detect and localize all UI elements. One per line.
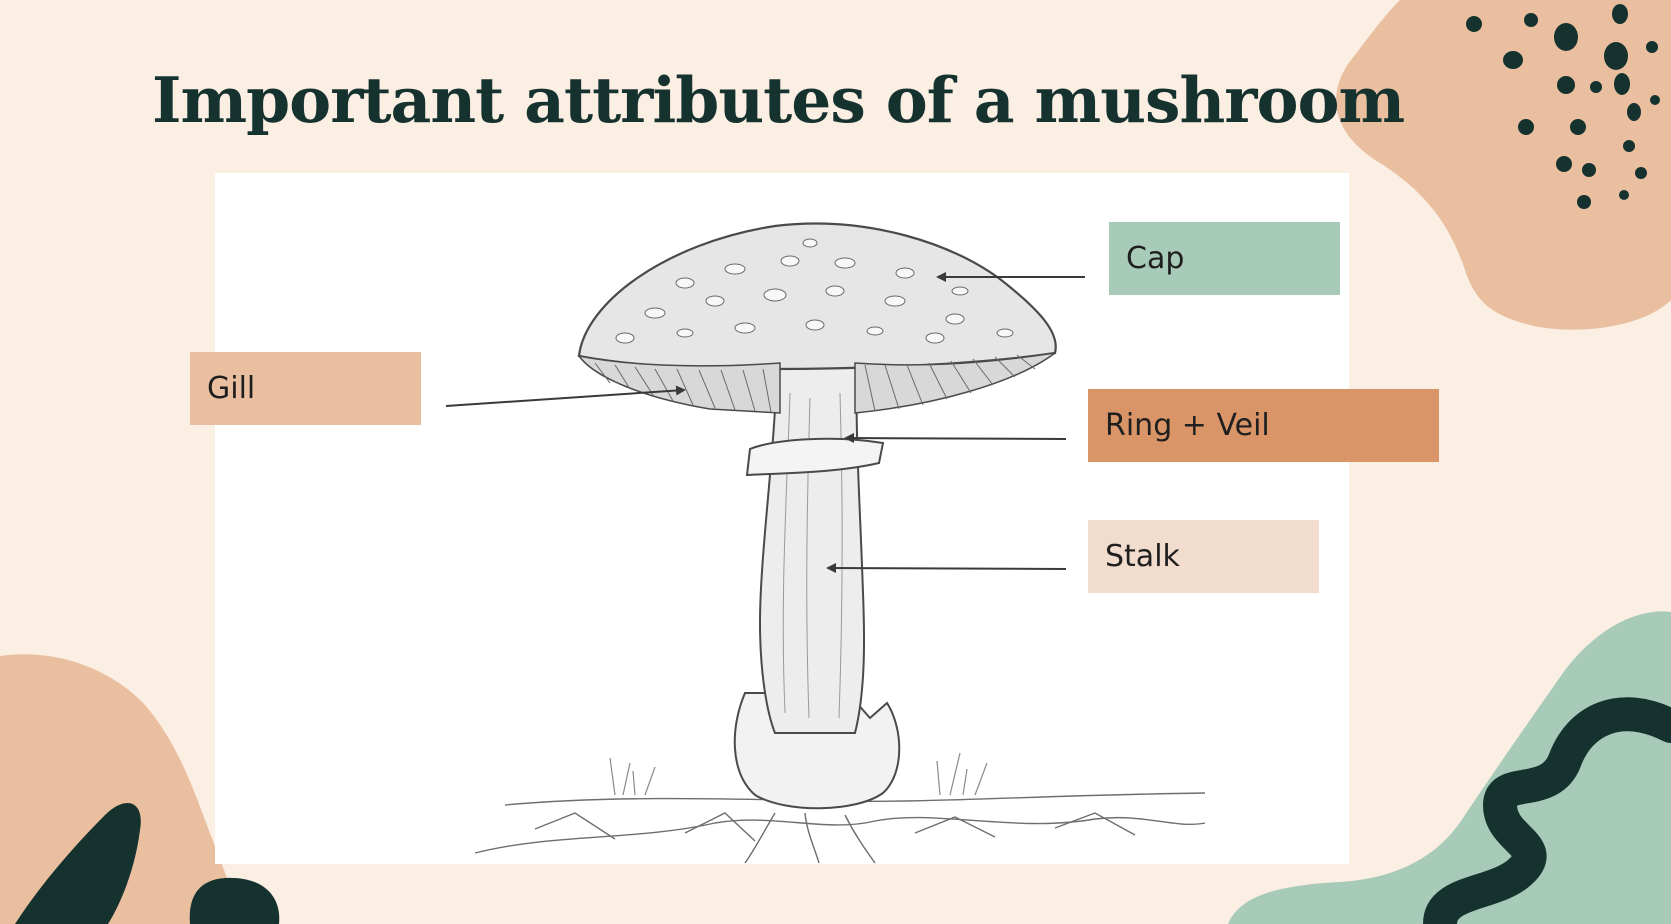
bottom-left-peach-blob — [0, 654, 240, 924]
grass-tufts — [609, 752, 988, 796]
bottom-left-dark-pebble — [189, 877, 280, 924]
cap-warts — [615, 238, 1014, 344]
page-title: Important attributes of a mushroom — [152, 63, 1405, 137]
top-right-peach-blob — [1336, 0, 1671, 330]
ring-veil — [745, 437, 885, 477]
top-right-dots — [1466, 4, 1660, 209]
ground-roots — [474, 792, 1206, 864]
gill-label: Gill — [190, 352, 421, 425]
bottom-right-dark-squiggle — [1423, 697, 1671, 924]
stalk-label: Stalk — [1088, 520, 1319, 593]
stalk — [758, 362, 866, 734]
gills — [577, 352, 1056, 414]
bottom-right-sage-blob — [1228, 611, 1671, 924]
mushroom-illustration — [474, 222, 1206, 864]
ring-veil-label: Ring + Veil — [1088, 389, 1439, 462]
cap-label: Cap — [1109, 222, 1340, 295]
cap — [577, 222, 1057, 371]
bottom-left-dark-stroke — [15, 803, 141, 924]
